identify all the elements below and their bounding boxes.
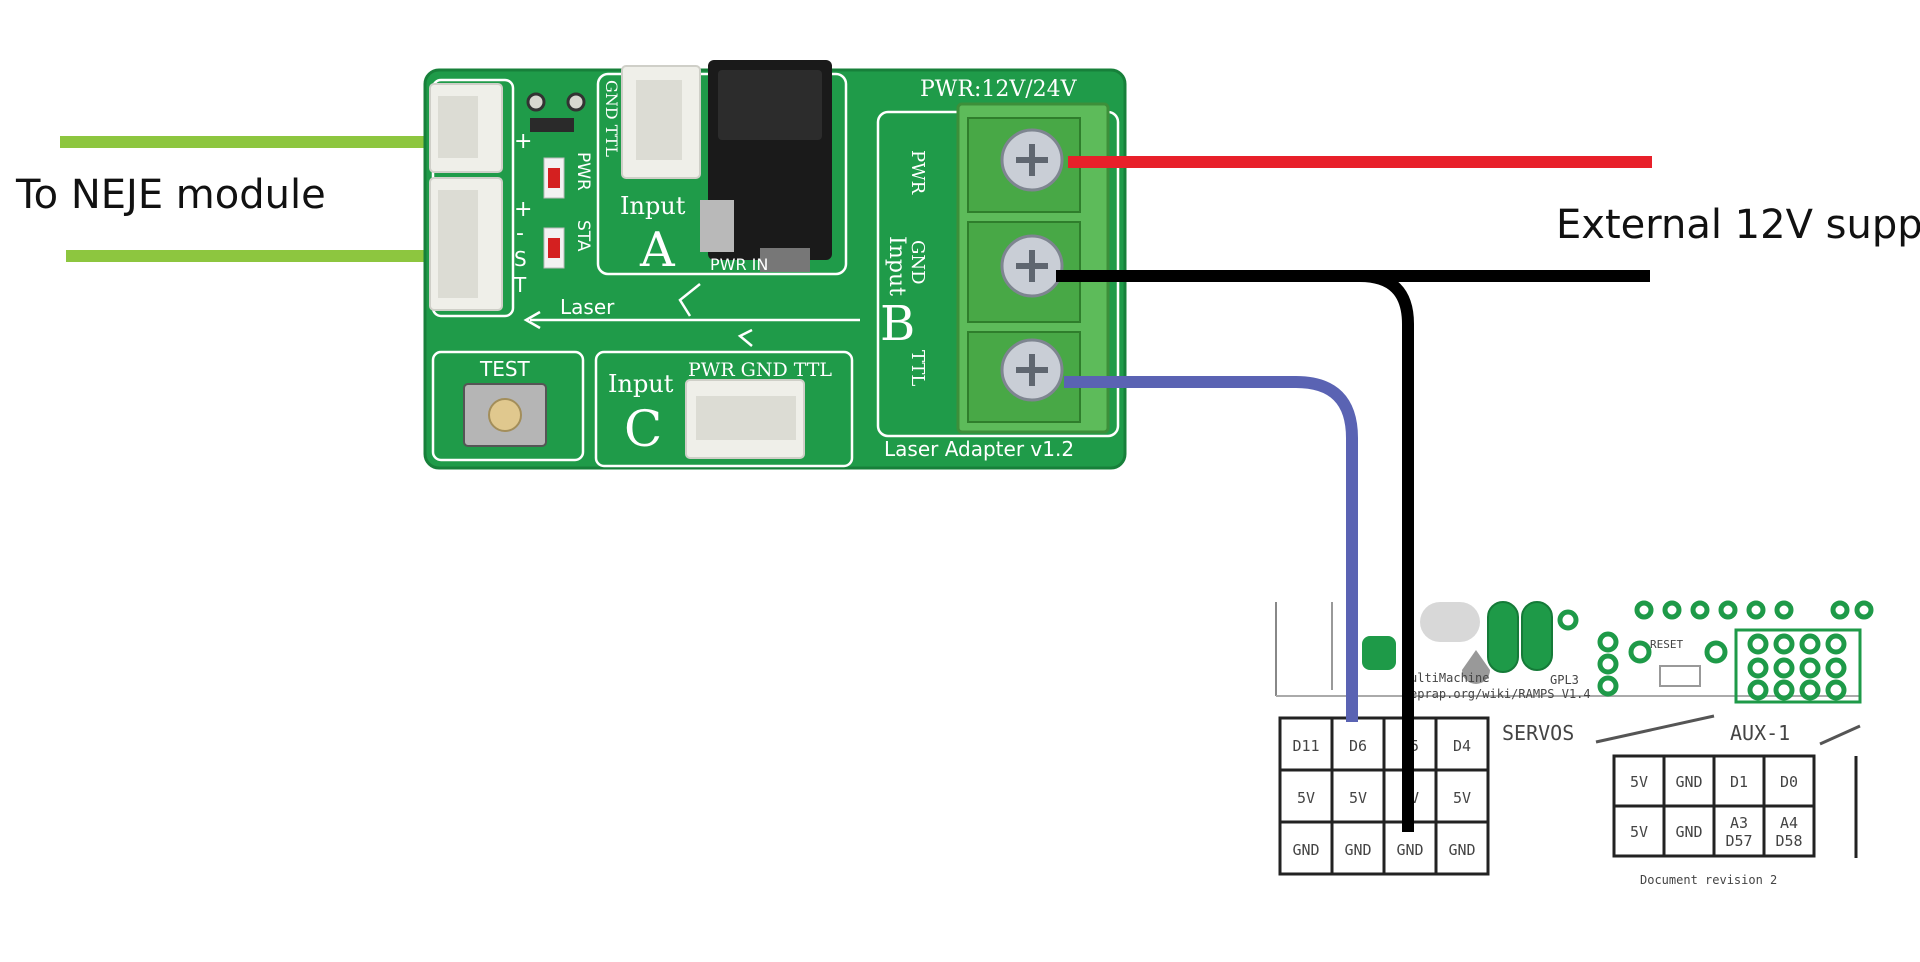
- servo-pin-label: GND: [1396, 841, 1423, 859]
- input-a-letter: A: [639, 222, 676, 278]
- pwr-in-label: PWR IN: [710, 255, 768, 274]
- external-supply-label: External 12V supply: [1556, 202, 1920, 248]
- gnd-ttl-label: GND TTL: [602, 80, 621, 157]
- screw-terminal-block: [956, 102, 1110, 434]
- input-b-word: Input: [884, 236, 909, 296]
- servo-pin-label: 5V: [1453, 789, 1471, 807]
- input-a-word: Input: [620, 192, 686, 220]
- term-gnd-label: GND: [907, 240, 928, 285]
- board-version-label: Laser Adapter v1.2: [884, 437, 1074, 461]
- servo-pin-label: D11: [1292, 737, 1319, 755]
- servo-pin-label: GND: [1292, 841, 1319, 859]
- aux-pin-label: 5V: [1630, 823, 1648, 841]
- screw-pwr: [1000, 128, 1064, 192]
- test-label: TEST: [479, 357, 531, 381]
- aux-pin-cell: [1612, 804, 1666, 858]
- minus-mark: -: [516, 221, 524, 246]
- aux-pin-label: D1: [1730, 773, 1748, 791]
- t-mark: T: [513, 273, 527, 297]
- aux-pin-sublabel: D58: [1775, 832, 1802, 850]
- s-mark: S: [514, 247, 527, 271]
- c-pin-labels: PWR GND TTL: [688, 359, 832, 381]
- servo-pin-label: D4: [1453, 737, 1471, 755]
- ttl-wire-blue: [1064, 376, 1358, 722]
- sta-led-label: STA: [573, 220, 593, 252]
- neje-module-label: To NEJE module: [15, 172, 326, 218]
- servos-label: SERVOS: [1502, 721, 1574, 745]
- ramps-silk-1: ultiMachine: [1410, 671, 1489, 685]
- aux-pin-label: D0: [1780, 773, 1798, 791]
- ramps-gpl: GPL3: [1550, 673, 1579, 687]
- ramps-board: ultiMachine eprap.org/wiki/RAMPS V1.4 GP…: [1275, 600, 1874, 887]
- ground-wire-to-ramps: [1340, 270, 1414, 832]
- servo-pin-label: GND: [1344, 841, 1371, 859]
- test-button[interactable]: [463, 383, 547, 447]
- pwr-rating-label: PWR:12V/24V: [920, 77, 1078, 102]
- ramps-revision: Document revision 2: [1640, 873, 1777, 887]
- laser-output-connectors: [429, 78, 515, 318]
- input-c-word: Input: [608, 370, 674, 398]
- screw-gnd: [1000, 234, 1064, 298]
- aux-pin-cell: [1662, 804, 1716, 858]
- laser-adapter-board: + + - S T PWR STA GND TTL Input A PWR IN: [423, 60, 1127, 470]
- term-ttl-label: TTL: [907, 350, 928, 386]
- input-b-letter: B: [880, 296, 915, 352]
- servo-pin-label: D6: [1349, 737, 1367, 755]
- aux-pin-sublabel: D57: [1725, 832, 1752, 850]
- servo-pin-cell: [1434, 768, 1490, 824]
- ramps-silk-2: eprap.org/wiki/RAMPS V1.4: [1410, 687, 1591, 701]
- ramps-top-area: ultiMachine eprap.org/wiki/RAMPS V1.4 GP…: [1275, 600, 1874, 704]
- servo-pin-label: GND: [1448, 841, 1475, 859]
- aux-pin-label: GND: [1675, 773, 1702, 791]
- plus-mark-1: +: [514, 129, 532, 154]
- servo-pin-cell: [1278, 820, 1334, 876]
- aux-pin-label: 5V: [1630, 773, 1648, 791]
- barrel-jack: [700, 60, 832, 272]
- laser-label: Laser: [560, 295, 615, 319]
- servo-pin-cell: [1434, 820, 1490, 876]
- aux1-label: AUX-1: [1730, 721, 1790, 745]
- aux-pin-label: A3: [1730, 814, 1748, 832]
- term-pwr-label: PWR: [907, 150, 928, 195]
- screw-ttl: [1000, 338, 1064, 402]
- ramps-reset: RESET: [1650, 638, 1683, 651]
- pwr-led-label: PWR: [573, 152, 593, 191]
- aux-pin-cell: [1762, 804, 1816, 858]
- servo-pin-label: 5V: [1297, 789, 1315, 807]
- input-c-letter: C: [624, 400, 662, 458]
- plus-mark-2: +: [514, 197, 532, 222]
- servo-pin-cell: [1434, 716, 1490, 772]
- aux-pin-label: GND: [1675, 823, 1702, 841]
- aux-pin-label: A4: [1780, 814, 1798, 832]
- servo-pin-label: 5V: [1349, 789, 1367, 807]
